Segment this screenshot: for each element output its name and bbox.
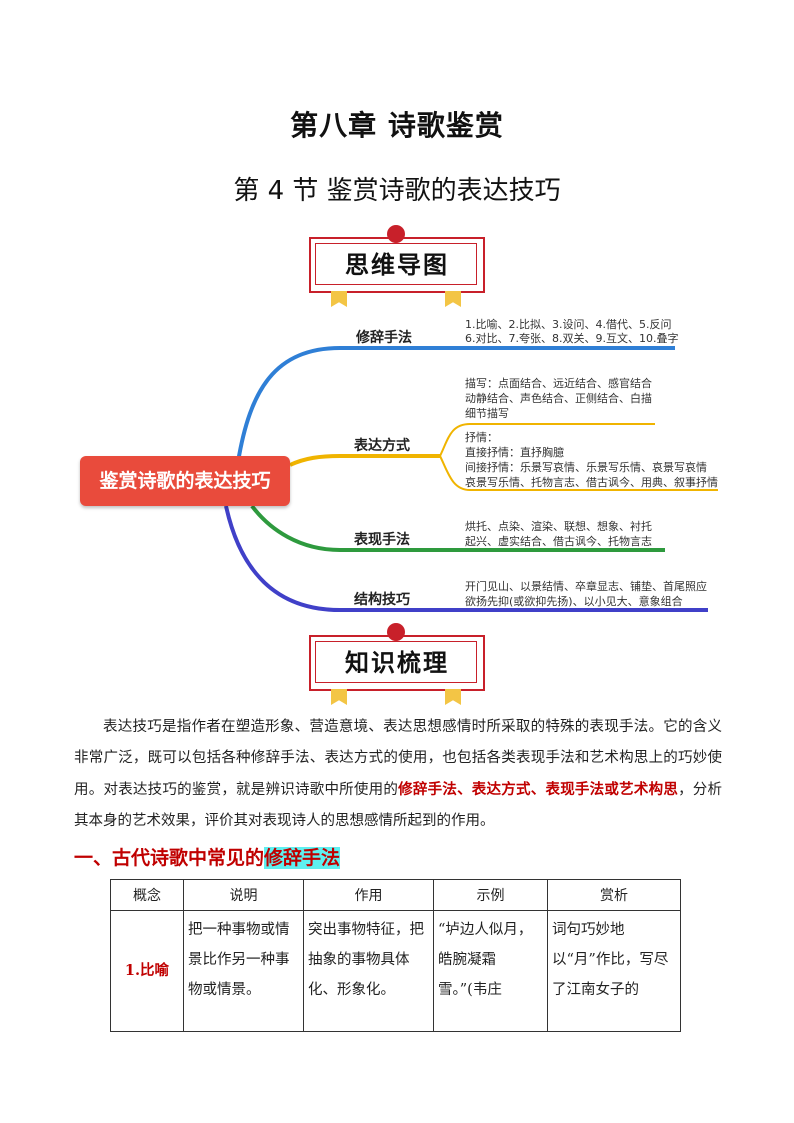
section-heading-rhetoric: 一、古代诗歌中常见的修辞手法 (74, 843, 341, 870)
banner-dot-icon (387, 623, 405, 641)
heading-highlight: 修辞手法 (264, 847, 341, 869)
table-header-example: 示例 (433, 879, 548, 911)
table-cell-effect: 突出事物特征，把抽象的事物具体化、形象化。 (303, 910, 434, 1032)
table-cell-analysis: 词句巧妙地以“月”作比，写尽了江南女子的 (547, 910, 681, 1032)
leaf-lyric-line-4: 哀景写乐情、托物言志、借古讽今、用典、叙事抒情 (465, 476, 718, 489)
ribbon-right-icon (445, 291, 461, 307)
leaf-technique-line-2: 起兴、虚实结合、借古讽今、托物言志 (465, 535, 652, 548)
intro-highlight-technique: 表现手法或艺术构思 (545, 781, 679, 798)
branch-label-technique: 表现手法 (354, 532, 410, 548)
table-header-explain: 说明 (183, 879, 304, 911)
table-header-row: 概念 说明 作用 示例 赏析 (110, 879, 681, 911)
intro-paragraph: 表达技巧是指作者在塑造形象、营造意境、表达思想感情时所采取的特殊的表现手法。它的… (74, 712, 722, 837)
banner-dot-icon (387, 225, 405, 243)
leaf-lyric-line-1: 抒情： (465, 431, 498, 444)
leaf-technique-line-1: 烘托、点染、渲染、联想、想象、衬托 (465, 520, 652, 533)
leaf-rhetoric-line-1: 1.比喻、2.比拟、3.设问、4.借代、5.反问 (465, 318, 672, 331)
mindmap-banner: 思维导图 (309, 225, 485, 307)
table-row: 1.比喻 把一种事物或情景比作另一种事物或情景。 突出事物特征，把抽象的事物具体… (110, 910, 681, 1032)
table-cell-explain: 把一种事物或情景比作另一种事物或情景。 (183, 910, 304, 1032)
leaf-description-line-3: 细节描写 (465, 407, 509, 420)
branch-curve-expression (289, 454, 440, 467)
ribbon-left-icon (331, 291, 347, 307)
intro-highlight-expression: 表达方式 (471, 781, 531, 798)
leaf-structure-line-2: 欲扬先抑(或欲抑先扬)、以小见大、意象组合 (465, 595, 683, 608)
table-header-effect: 作用 (303, 879, 434, 911)
leaf-description-line-2: 动静结合、声色结合、正侧结合、白描 (465, 392, 652, 405)
leaf-lyric-line-3: 间接抒情：乐景写哀情、乐景写乐情、哀景写哀情 (465, 461, 707, 474)
intro-text-1: 表达技巧是指作者在塑造形象、营造意境、表达思想感情时所采取的特殊的表现手法。它的… (74, 719, 722, 798)
ribbon-right-icon (445, 689, 461, 705)
knowledge-banner-label: 知识梳理 (345, 649, 449, 677)
table-header-concept: 概念 (110, 879, 184, 911)
mindmap-root-node: 鉴赏诗歌的表达技巧 (80, 456, 290, 506)
branch-label-expression: 表达方式 (354, 438, 410, 454)
ribbon-left-icon (331, 689, 347, 705)
table-cell-example: “垆边人似月，皓腕凝霜雪。”(韦庄 (433, 910, 548, 1032)
intro-separator-2: 、 (530, 781, 546, 798)
leaf-structure-line-1: 开门见山、以景结情、卒章显志、铺垫、首尾照应 (465, 580, 707, 593)
branch-label-rhetoric: 修辞手法 (356, 330, 412, 346)
branch-label-structure: 结构技巧 (354, 592, 410, 608)
knowledge-banner: 知识梳理 (309, 623, 485, 705)
table-cell-concept: 1.比喻 (110, 910, 184, 1032)
intro-text-2: ，分析其本身的艺术效果，评价其对表现诗人的思想感情所起到的作用。 (74, 782, 723, 829)
leaf-rhetoric-line-2: 6.对比、7.夸张、8.双关、9.互文、10.叠字 (465, 332, 679, 345)
intro-highlight-rhetoric: 修辞手法 (398, 781, 458, 798)
rhetoric-table: 概念 说明 作用 示例 赏析 1.比喻 把一种事物或情景比作另一种事物或情景。 … (110, 879, 681, 1032)
section-title: 第 4 节 鉴赏诗歌的表达技巧 (233, 176, 561, 206)
table-header-analysis: 赏析 (547, 879, 681, 911)
heading-prefix: 一、古代诗歌中常见的 (74, 847, 265, 869)
leaf-description-line-1: 描写：点面结合、远近结合、感官结合 (465, 377, 652, 390)
chapter-title: 第八章 诗歌鉴赏 (290, 109, 504, 142)
intro-separator-1: 、 (457, 781, 472, 798)
leaf-lyric-line-2: 直接抒情：直抒胸臆 (465, 446, 564, 459)
mindmap-banner-label: 思维导图 (345, 251, 449, 279)
